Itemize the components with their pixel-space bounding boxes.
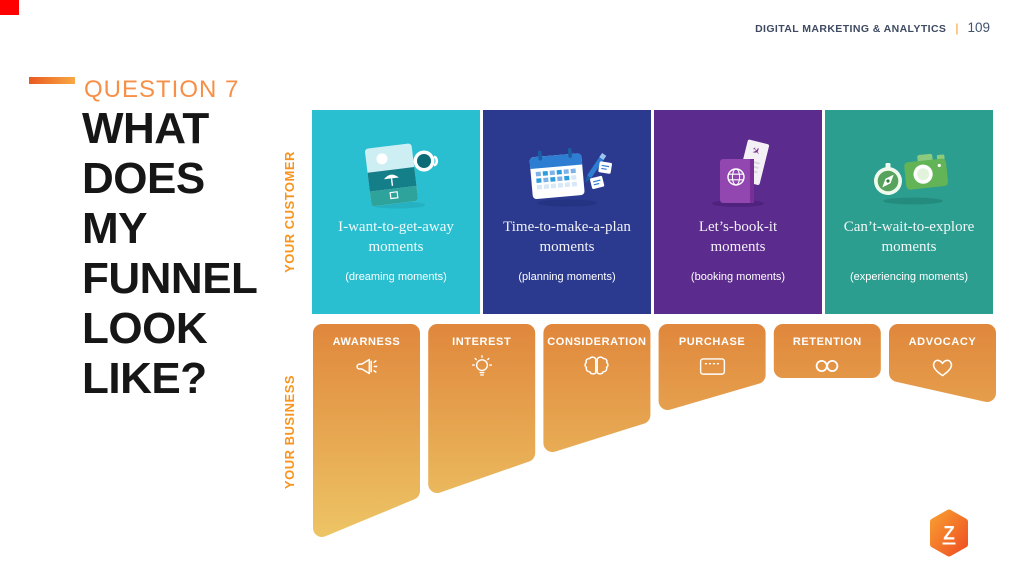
moment-card-title: Time-to-make-a-plan moments — [503, 219, 631, 255]
moment-card: Time-to-make-a-plan moments (planning mo… — [483, 110, 651, 314]
funnel-stage: CONSIDERATION — [543, 324, 650, 381]
moment-card: Can’t-wait-to-explore moments (experienc… — [825, 110, 993, 314]
moment-card-subtitle: (booking moments) — [690, 270, 786, 283]
business-funnel: AWARNESS INTEREST CONSIDERATION PURCHASE… — [313, 324, 1003, 552]
moment-card: I-want-to-get-away moments (dreaming mom… — [312, 110, 480, 314]
moment-card: ✈ Let’s-book-it moments (booking moments… — [654, 110, 822, 314]
brand-logo: Z — [927, 508, 971, 558]
moment-card-title: Can’t-wait-to-explore moments — [843, 219, 975, 255]
funnel-stage-label: INTEREST — [452, 336, 512, 348]
funnel-stage-shape — [658, 324, 766, 410]
funnel-stage-label: CONSIDERATION — [547, 336, 647, 348]
header-section-title: DIGITAL MARKETING & ANALYTICS — [755, 23, 947, 35]
moment-card-subtitle: (experiencing moments) — [850, 270, 968, 283]
page-number: 109 — [967, 20, 990, 35]
funnel-stage: AWARNESS — [313, 324, 420, 381]
compass-camera-icon — [861, 134, 957, 218]
funnel-stage-label: RETENTION — [792, 336, 862, 348]
axis-label-your-business: YOUR BUSINESS — [282, 374, 297, 490]
funnel-stage-label: PURCHASE — [678, 336, 746, 348]
page-header: DIGITAL MARKETING & ANALYTICS | 109 — [755, 20, 990, 35]
funnel-stage-shape — [773, 324, 881, 378]
moment-card-title: Let’s-book-it moments — [698, 219, 778, 255]
customer-moments-row: I-want-to-get-away moments (dreaming mom… — [312, 110, 993, 314]
moment-card-title: I-want-to-get-away moments — [338, 219, 454, 255]
travel-brochure-icon — [348, 134, 444, 218]
funnel-stage: ADVOCACY — [889, 324, 996, 381]
axis-label-your-customer: YOUR CUSTOMER — [282, 151, 297, 273]
kicker-accent-bar — [29, 77, 75, 84]
infinity-icon — [774, 351, 881, 381]
corner-accent-mark — [0, 0, 19, 15]
header-separator: | — [955, 21, 959, 35]
funnel-stage-label: AWARNESS — [332, 336, 401, 348]
funnel-stage-shape — [543, 324, 651, 452]
question-kicker: QUESTION 7 — [84, 76, 240, 103]
brain-icon — [543, 351, 650, 381]
funnel-stage: PURCHASE — [659, 324, 766, 381]
megaphone-icon — [313, 351, 420, 381]
logo-letter: Z — [943, 524, 955, 545]
passport-ticket-icon: ✈ — [690, 134, 786, 218]
funnel-stage-shape — [428, 324, 536, 493]
lightbulb-icon — [428, 351, 535, 381]
funnel-stage: RETENTION — [774, 324, 881, 381]
slide-title: WHAT DOES MY FUNNEL LOOK LIKE? — [82, 104, 258, 403]
funnel-stage: INTEREST — [428, 324, 535, 381]
funnel-stage-label: ADVOCACY — [908, 336, 977, 348]
moment-card-subtitle: (planning moments) — [518, 270, 616, 283]
credit-card-icon — [659, 351, 766, 381]
hexagon-logo-icon: Z — [930, 509, 968, 557]
heart-icon — [889, 351, 996, 381]
calendar-planning-icon — [519, 134, 615, 218]
funnel-stage-shape — [313, 324, 420, 537]
moment-card-subtitle: (dreaming moments) — [345, 270, 447, 283]
